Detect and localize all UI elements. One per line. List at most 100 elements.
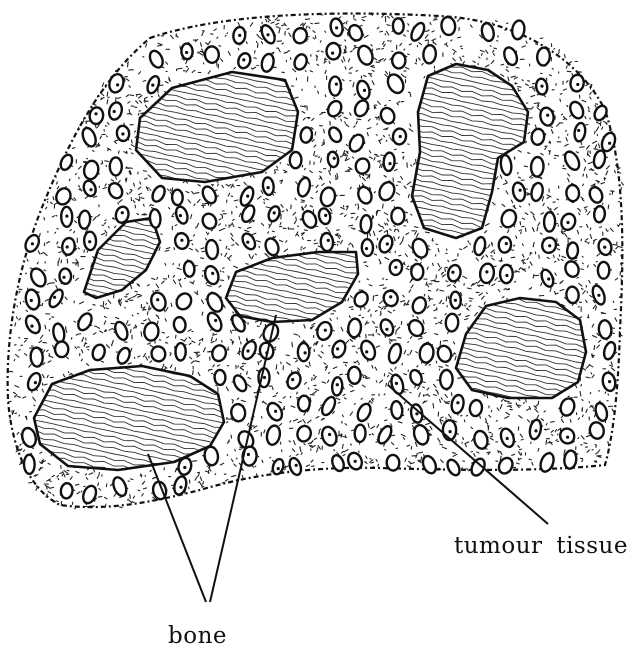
nucleolus	[505, 274, 508, 277]
nucleolus	[456, 401, 459, 404]
cell-nucleus	[292, 27, 308, 45]
nucleolus	[263, 376, 266, 379]
bone-fill	[136, 72, 298, 182]
nucleolus	[291, 378, 294, 381]
cell-nucleus	[511, 181, 526, 202]
cell-nucleus	[320, 425, 339, 448]
nucleolus	[546, 114, 549, 117]
cell-nucleus	[588, 421, 605, 440]
cell-nucleus	[594, 402, 609, 422]
cell-nucleus	[149, 291, 168, 313]
cell-nucleus	[500, 154, 513, 175]
cell-nucleus	[412, 423, 431, 446]
cell-nucleus	[445, 313, 458, 331]
cell-nucleus	[502, 46, 519, 67]
nucleolus	[30, 299, 33, 302]
cell-nucleus	[530, 182, 544, 202]
cell-nucleus	[469, 457, 487, 478]
nucleolus	[65, 215, 68, 218]
cell-nucleus	[332, 377, 343, 396]
cell-nucleus	[419, 343, 435, 364]
cell-nucleus	[110, 157, 122, 175]
nucleolus	[389, 295, 392, 298]
nucleolus	[534, 429, 537, 432]
cell-nucleus	[116, 346, 132, 365]
nucleolus	[324, 329, 327, 332]
nucleolus	[66, 245, 69, 248]
leader-line-tumour	[388, 385, 548, 524]
nucleolus	[151, 84, 154, 87]
nucleolus	[336, 347, 339, 350]
nucleolus	[246, 349, 249, 352]
cell-nucleus	[411, 264, 423, 280]
cell-nucleus	[173, 316, 186, 333]
nucleolus	[242, 58, 245, 61]
nucleolus	[30, 325, 33, 328]
cell-nucleus	[80, 126, 98, 148]
cell-nucleus	[348, 367, 361, 384]
cell-nucleus	[76, 311, 95, 332]
cell-nucleus	[111, 475, 129, 497]
nucleolus	[116, 83, 119, 86]
nucleolus	[238, 34, 241, 37]
cell-nucleus	[544, 212, 555, 232]
cell-nucleus	[354, 425, 365, 443]
cell-nucleus	[59, 268, 71, 284]
cell-nucleus	[352, 290, 370, 309]
nucleolus	[328, 433, 331, 436]
cell-nucleus	[360, 215, 372, 234]
nucleolus	[395, 382, 398, 385]
cell-nucleus	[563, 450, 577, 469]
nucleolus	[179, 486, 182, 489]
cell-nucleus	[265, 424, 281, 446]
cell-nucleus	[359, 339, 378, 362]
cell-nucleus	[499, 208, 518, 229]
nucleolus	[365, 350, 368, 353]
nucleolus	[62, 276, 65, 279]
nucleolus	[304, 351, 307, 354]
nucleolus	[399, 135, 402, 138]
nucleolus	[388, 162, 391, 165]
cell-nucleus	[469, 399, 483, 417]
nucleolus	[454, 299, 457, 302]
nucleolus	[274, 410, 277, 413]
cell-nucleus	[106, 181, 124, 201]
cell-nucleus	[447, 264, 463, 283]
cell-nucleus	[320, 395, 338, 417]
nucleolus	[577, 129, 580, 132]
cell-nucleus	[377, 180, 397, 203]
nucleolus	[548, 244, 551, 247]
cell-nucleus	[81, 484, 98, 505]
nucleolus	[385, 328, 388, 331]
cell-nucleus	[347, 318, 361, 338]
cell-nucleus	[391, 401, 404, 420]
cell-nucleus	[347, 132, 366, 153]
bone-label: bone	[168, 623, 227, 649]
cell-nucleus	[174, 291, 194, 312]
cell-nucleus	[440, 16, 456, 36]
nucleolus	[211, 272, 214, 275]
cell-nucleus	[411, 295, 428, 315]
nucleolus	[506, 437, 509, 440]
cell-nucleus	[24, 455, 35, 474]
cell-nucleus	[60, 483, 73, 499]
cell-nucleus	[200, 211, 218, 231]
nucleolus	[121, 132, 124, 135]
cell-nucleus	[205, 291, 226, 315]
nucleolus	[597, 294, 600, 297]
cell-nucleus	[183, 261, 195, 277]
cell-nucleus	[150, 184, 167, 204]
nucleolus	[180, 239, 183, 242]
cell-nucleus	[408, 368, 423, 386]
cell-nucleus	[445, 458, 462, 477]
nucleolus	[365, 247, 368, 250]
cell-nucleus	[230, 403, 246, 422]
nucleolus	[415, 412, 418, 415]
nucleolus	[185, 51, 188, 54]
cell-nucleus	[327, 125, 344, 144]
cell-nucleus	[231, 373, 248, 393]
cell-nucleus	[436, 344, 453, 363]
cell-nucleus	[319, 186, 336, 207]
nucleolus	[566, 221, 569, 224]
cell-nucleus	[296, 424, 313, 442]
